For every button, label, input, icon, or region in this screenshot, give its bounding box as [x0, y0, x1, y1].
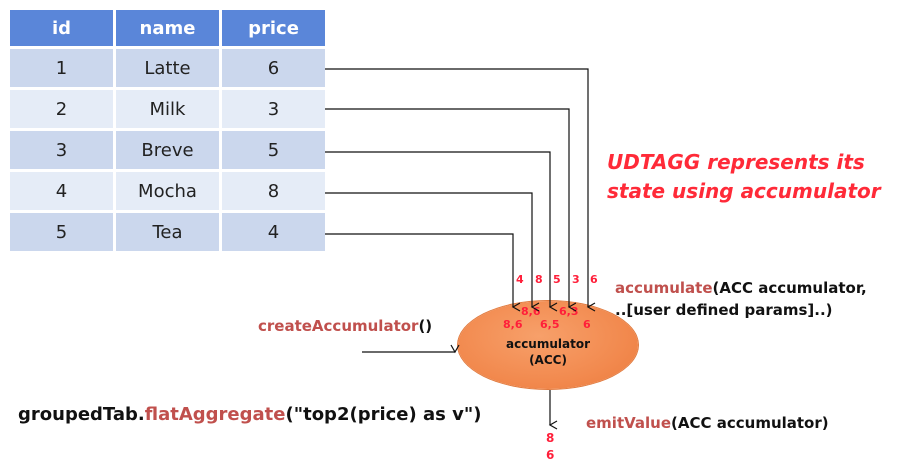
cell-id: 1: [10, 49, 116, 90]
state-label: 6,5: [540, 318, 560, 331]
arrow-label: 6: [590, 273, 598, 286]
arrow-mocha: [318, 192, 540, 312]
table-header-row: id name price: [10, 10, 325, 49]
emit-name: emitValue: [586, 414, 672, 432]
state-label: 8,6: [503, 318, 523, 331]
cell-id: 2: [10, 90, 116, 131]
arrow-label: 5: [553, 273, 561, 286]
accumulator-label: accumulator: [505, 337, 591, 351]
cell-price: 8: [222, 172, 325, 213]
accumulator-ellipse: [458, 301, 638, 389]
note-line-1: UDTAGG represents its: [607, 150, 865, 174]
accumulator-sublabel: (ACC): [529, 353, 567, 367]
arrow-label: 3: [572, 273, 580, 286]
cell-name: Milk: [116, 90, 222, 131]
arrow-breve: [318, 151, 558, 312]
cell-name: Breve: [116, 131, 222, 172]
table-row: 1 Latte 6: [10, 49, 325, 90]
cell-name: Tea: [116, 213, 222, 254]
cell-price: 4: [222, 213, 325, 254]
emit-args: (ACC accumulator): [671, 414, 829, 432]
cell-price: 6: [222, 49, 325, 90]
cell-id: 4: [10, 172, 116, 213]
cell-price: 5: [222, 131, 325, 172]
arrow-label: 8: [535, 273, 543, 286]
arrow-tea: [318, 233, 521, 312]
state-label: 6: [583, 318, 591, 331]
statement-prefix: groupedTab.: [18, 404, 145, 425]
statement-method: flatAggregate: [144, 404, 286, 425]
cell-name: Latte: [116, 49, 222, 90]
arrow-latte: [318, 68, 596, 312]
create-args: (): [418, 317, 433, 335]
column-header: id: [10, 10, 116, 49]
statement-args: ("top2(price) as v"): [285, 404, 482, 425]
column-header: price: [222, 10, 325, 49]
table-row: 5 Tea 4: [10, 213, 325, 254]
table-row: 4 Mocha 8: [10, 172, 325, 213]
accumulate-name: accumulate: [615, 279, 713, 297]
create-accumulator-signature: createAccumulator(): [258, 317, 432, 335]
cell-price: 3: [222, 90, 325, 131]
column-header: name: [116, 10, 222, 49]
arrow-milk: [318, 108, 577, 312]
table-row: 3 Breve 5: [10, 131, 325, 172]
accumulate-signature: accumulate(ACC accumulator,: [615, 279, 867, 297]
accumulate-args-line2: ..[user defined params]..): [615, 301, 833, 319]
note-line-2: state using accumulator: [607, 179, 881, 203]
accumulate-args: (ACC accumulator,: [712, 279, 867, 297]
cell-id: 3: [10, 131, 116, 172]
output-value: 6: [546, 448, 555, 462]
emit-value-signature: emitValue(ACC accumulator): [586, 414, 829, 432]
table-row: 2 Milk 3: [10, 90, 325, 131]
cell-name: Mocha: [116, 172, 222, 213]
create-name: createAccumulator: [258, 317, 419, 335]
flat-aggregate-statement: groupedTab.flatAggregate("top2(price) as…: [18, 404, 481, 425]
output-value: 8: [546, 431, 555, 445]
arrow-label: 4: [516, 273, 524, 286]
price-table: id name price 1 Latte 6 2 Milk 3 3 Breve…: [10, 10, 325, 254]
cell-id: 5: [10, 213, 116, 254]
